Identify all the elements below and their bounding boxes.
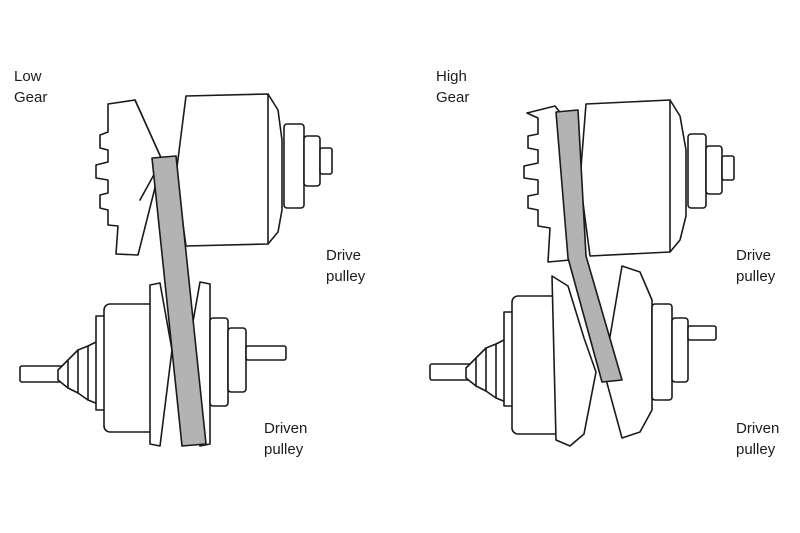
high-gear-assembly — [429, 99, 735, 447]
low-driven-label-line1: Driven — [264, 420, 308, 437]
low-gear-title: Low Gear — [14, 66, 47, 108]
high-gear-title: High Gear — [436, 66, 469, 108]
high-belt — [555, 109, 623, 383]
high-driven-label-line2: pulley — [736, 441, 776, 458]
low-gear-title-line2: Gear — [14, 89, 48, 106]
high-driven-label-line1: Driven — [736, 420, 780, 437]
low-driven-pulley-label: Driven pulley — [264, 418, 307, 460]
low-belt — [151, 155, 207, 447]
low-drive-pulley-label: Drive pulley — [326, 245, 365, 287]
low-drive-pulley — [95, 93, 333, 256]
low-driven-label-line2: pulley — [264, 441, 304, 458]
high-drive-label-line1: Drive — [736, 247, 772, 264]
low-drive-label-line1: Drive — [326, 247, 362, 264]
low-driven-pulley — [19, 281, 287, 447]
high-drive-pulley — [523, 99, 735, 263]
high-driven-pulley-label: Driven pulley — [736, 418, 779, 460]
high-driven-pulley — [429, 265, 717, 447]
high-gear-title-line1: High — [436, 68, 467, 85]
low-gear-title-line1: Low — [14, 68, 42, 85]
high-drive-pulley-label: Drive pulley — [736, 245, 775, 287]
low-drive-label-line2: pulley — [326, 268, 366, 285]
low-gear-assembly — [19, 93, 333, 447]
high-drive-label-line2: pulley — [736, 268, 776, 285]
high-gear-title-line2: Gear — [436, 89, 470, 106]
